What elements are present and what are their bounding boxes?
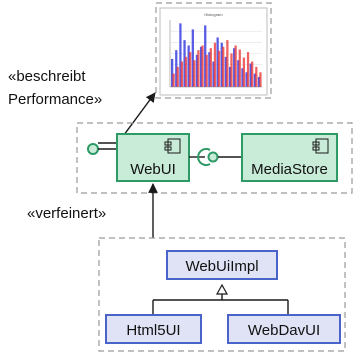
histogram-bar-blue [208,52,211,87]
generalization-arrow-icon [215,283,229,295]
class-container [98,237,346,352]
histogram-bar-blue [179,23,182,88]
histogram-bar-red [255,66,258,87]
histogram-bar-blue [212,61,215,87]
required-interface-icon [197,148,211,166]
histogram-bar-red [209,48,212,87]
histogram-bar-blue [257,76,261,87]
html5ui-class[interactable]: Html5UI [105,314,202,344]
histogram-bar-blue [183,40,186,87]
component-container [76,122,353,194]
histogram-bar-blue [204,25,207,87]
histogram-bar-red [238,49,241,87]
describes-label-line1: «beschreibt [8,68,86,85]
webdavui-label: WebDavUI [248,322,320,339]
histogram-bar-blue [195,54,199,87]
histogram-bar-red [222,46,225,87]
webuiimpl-class[interactable]: WebUiImpl [166,250,278,280]
histogram-bar-blue [224,56,228,87]
histogram-bar-blue [241,68,244,87]
histogram-bar-blue [233,48,236,87]
histogram-bar-red [197,50,200,87]
histogram-dashed-frame [155,2,272,99]
webui-box[interactable] [116,133,190,182]
provided-interface-ball-icon [207,151,219,163]
histogram-bar-blue [175,50,178,87]
histogram-bar-red [180,61,183,87]
histogram-bar-red [251,61,254,87]
histogram-bar-red [230,53,233,87]
histogram-bar-red [246,52,250,87]
html5ui-box[interactable] [105,314,202,344]
histogram-bar-blue [237,60,240,87]
mediastore-box[interactable] [241,133,338,182]
histogram-bar-red [193,60,196,87]
describes-label-line2: Performance» [8,91,102,108]
histogram-bar-red [242,57,246,87]
histogram-bar-blue [191,29,194,88]
histogram-bar-red [226,40,229,87]
histogram-bar-blue [199,46,203,87]
webuiimpl-box[interactable] [166,250,278,280]
provided-interface-icon [87,143,99,155]
component-icon [164,138,181,154]
histogram-bar-blue [220,42,223,87]
component-icon [312,138,329,154]
histogram-bar-blue [171,58,174,87]
refines-label: «verfeinert» [27,205,106,222]
histogram-bar-red [176,66,179,87]
histogram-bar-red [217,50,221,87]
html5ui-label: Html5UI [126,322,180,339]
histogram-title: Histogram [204,12,223,17]
histogram-bar-red [234,45,237,87]
histogram-group: Histogram [155,2,272,99]
webdavui-class[interactable]: WebDavUI [227,314,341,344]
webuiimpl-label: WebUiImpl [185,258,258,275]
histogram-bar-red [184,56,188,87]
histogram-bar-red [259,72,262,87]
histogram-bar-blue [187,45,190,87]
histogram-bar-blue [228,66,232,87]
webui-label: WebUI [130,161,176,178]
webdavui-box[interactable] [227,314,341,344]
webui-component[interactable]: WebUI [116,133,190,182]
histogram-bar-red [201,45,204,87]
histogram-bar-blue [253,73,257,87]
histogram-bar-blue [245,72,248,87]
histogram-bar-red [172,73,175,87]
histogram-bars [171,23,262,88]
mediastore-component[interactable]: MediaStore [241,133,338,182]
histogram-bar-red [205,54,208,87]
mediastore-label: MediaStore [251,161,328,178]
histogram-bar-blue [216,37,219,87]
histogram-bar-red [188,52,192,87]
histogram-bar-red [213,42,217,87]
histogram-bar-blue [249,63,252,87]
